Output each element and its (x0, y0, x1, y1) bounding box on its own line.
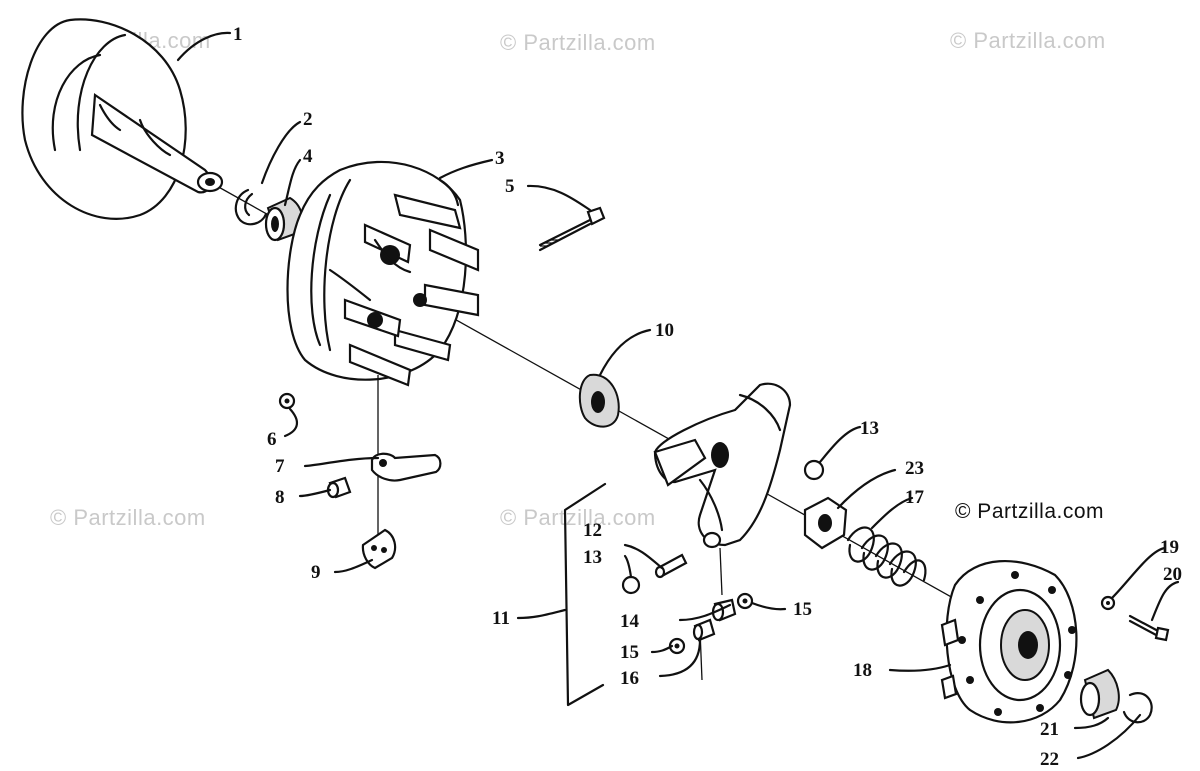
part-22-snap-ring[interactable] (1122, 692, 1153, 724)
watermark: © Partzilla.com (955, 500, 1105, 523)
group-bracket-11 (563, 482, 607, 707)
callout-2: 2 (303, 109, 313, 130)
watermark: © Partzilla.com (500, 505, 656, 530)
callout-11: 11 (492, 608, 510, 629)
callout-12: 12 (583, 520, 602, 541)
callout-10: 10 (655, 320, 674, 341)
callout-14: 14 (620, 611, 640, 632)
part-23-nut[interactable] (803, 496, 848, 550)
callout-16: 16 (620, 668, 639, 689)
callout-4: 4 (303, 146, 313, 167)
callout-labels: 1 2 4 3 5 6 7 8 9 10 11 12 13 13 14 15 1… (233, 24, 1182, 770)
callout-20: 20 (1163, 564, 1182, 585)
part-1-sheave[interactable] (21, 18, 224, 220)
part-18-cover[interactable] (940, 560, 1078, 724)
assembly-guide-line (719, 547, 723, 596)
part-6-nut[interactable] (278, 392, 296, 410)
part-8-roller[interactable] (326, 476, 352, 499)
callout-19: 19 (1160, 537, 1179, 558)
part-9-clip[interactable] (361, 528, 397, 570)
part-19-washer[interactable] (1100, 595, 1116, 611)
part-5-bolt[interactable] (538, 206, 606, 252)
part-2-snap-ring[interactable] (234, 188, 268, 226)
part-14-bushing[interactable] (711, 598, 737, 622)
part-21-bushing[interactable] (1079, 668, 1120, 720)
part-16-bushing[interactable] (692, 618, 716, 642)
part-3-spider[interactable] (286, 160, 480, 387)
callout-1: 1 (233, 24, 243, 45)
part-11-roller-arm[interactable] (653, 382, 792, 549)
callout-5: 5 (505, 176, 515, 197)
watermark: © Partzilla.com (500, 30, 656, 55)
part-15-washer[interactable] (736, 592, 754, 610)
callout-18: 18 (853, 660, 872, 681)
callout-17: 17 (905, 487, 925, 508)
callout-15-right: 15 (793, 599, 812, 620)
callout-7: 7 (275, 456, 285, 477)
watermark: © Partzilla.com (950, 28, 1106, 53)
callout-6: 6 (267, 429, 277, 450)
callout-13-right: 13 (860, 418, 879, 439)
part-12-pin[interactable] (654, 553, 688, 579)
part-20-screw[interactable] (1128, 614, 1170, 642)
part-13-roller[interactable] (621, 575, 641, 595)
part-10-washer[interactable] (578, 373, 620, 428)
callout-9: 9 (311, 562, 321, 583)
callout-15-left: 15 (620, 642, 639, 663)
callout-22: 22 (1040, 749, 1059, 770)
callout-21: 21 (1040, 719, 1059, 740)
callout-13-left: 13 (583, 547, 602, 568)
leader-lines (176, 31, 1180, 760)
part-17-spring[interactable] (846, 526, 927, 587)
callout-23: 23 (905, 458, 924, 479)
callout-8: 8 (275, 487, 285, 508)
part-13-roller[interactable] (803, 459, 825, 481)
part-7-weight-arm[interactable] (370, 452, 442, 482)
watermark: © Partzilla.com (50, 505, 206, 530)
callout-3: 3 (495, 148, 505, 169)
